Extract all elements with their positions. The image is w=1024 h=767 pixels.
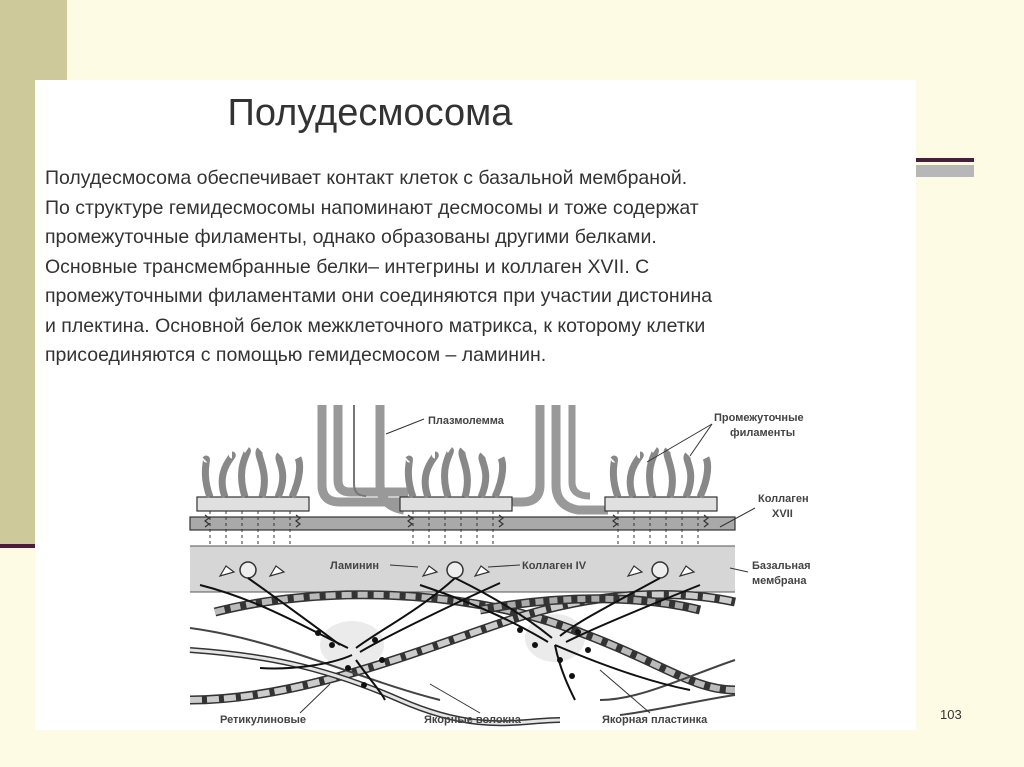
label-anchoring-plate: Якорная пластинка	[602, 714, 708, 726]
label-collagen-iv: Коллаген IV	[522, 560, 587, 572]
label-anchoring-fibers: Якорные волокна	[424, 714, 522, 726]
plasma-membrane	[190, 517, 735, 530]
slide-number: 103	[940, 707, 962, 722]
label-basal-membrane: Базальная	[752, 560, 811, 572]
plasmolemma-fold	[322, 405, 408, 510]
reticular-fibers	[190, 595, 735, 724]
plasmolemma-fold	[505, 405, 608, 510]
label-plasmolemma: Плазмолемма	[428, 415, 505, 427]
label-collagen-xvii: Коллаген	[758, 493, 809, 505]
label-basal-membrane-2: мембрана	[752, 575, 807, 587]
label-collagen-xvii-2: XVII	[772, 508, 793, 520]
label-intermediate-filaments: Промежуточные	[714, 412, 804, 424]
label-laminin: Ламинин	[330, 560, 379, 572]
label-reticulin-fibers: Ретикулиновые	[220, 714, 306, 726]
label-intermediate-filaments-2: филаменты	[730, 427, 795, 439]
